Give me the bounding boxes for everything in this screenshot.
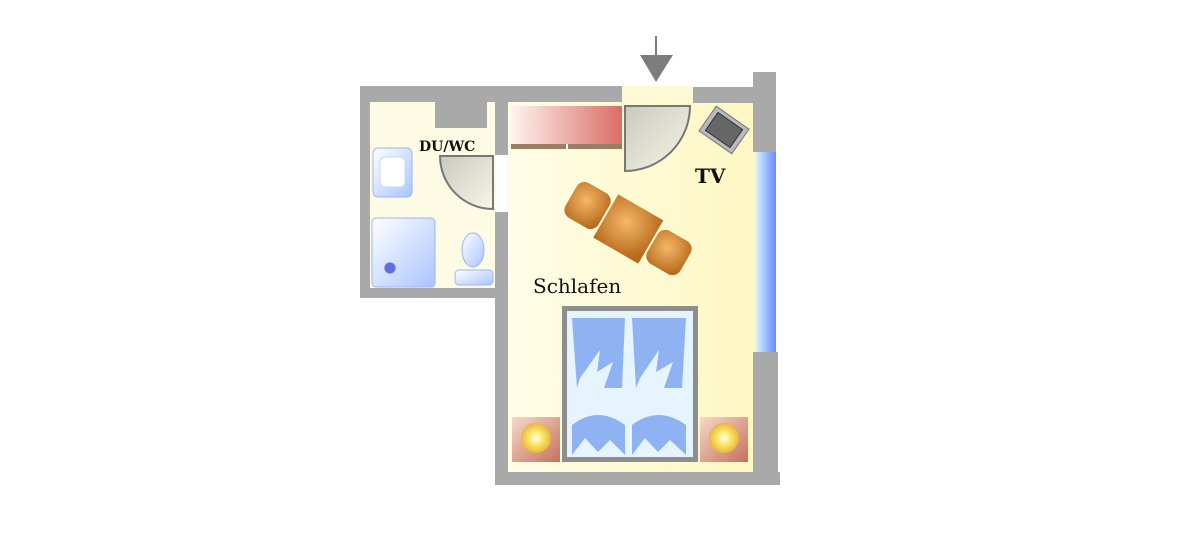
bathroom-label: DU/WC <box>419 139 475 155</box>
sink-icon <box>372 147 413 198</box>
walls <box>360 72 780 485</box>
tv-icon <box>698 105 750 155</box>
nightstand-right <box>700 417 748 462</box>
bedroom-label: Schlafen <box>533 274 621 298</box>
toilet-icon <box>454 232 494 286</box>
entrance-opening <box>622 86 693 103</box>
entrance-arrow-icon <box>640 36 673 82</box>
lamp-icon <box>521 423 551 453</box>
window <box>755 152 776 352</box>
entrance-door-swing <box>624 105 692 173</box>
lamp-icon <box>709 423 739 453</box>
shower-icon <box>371 217 436 288</box>
double-bed <box>562 306 698 462</box>
table-with-chairs <box>564 181 692 276</box>
wardrobe <box>511 106 622 149</box>
bathroom-door-swing <box>438 155 494 211</box>
tv-label: TV <box>695 164 726 188</box>
nightstand-left <box>512 417 560 462</box>
